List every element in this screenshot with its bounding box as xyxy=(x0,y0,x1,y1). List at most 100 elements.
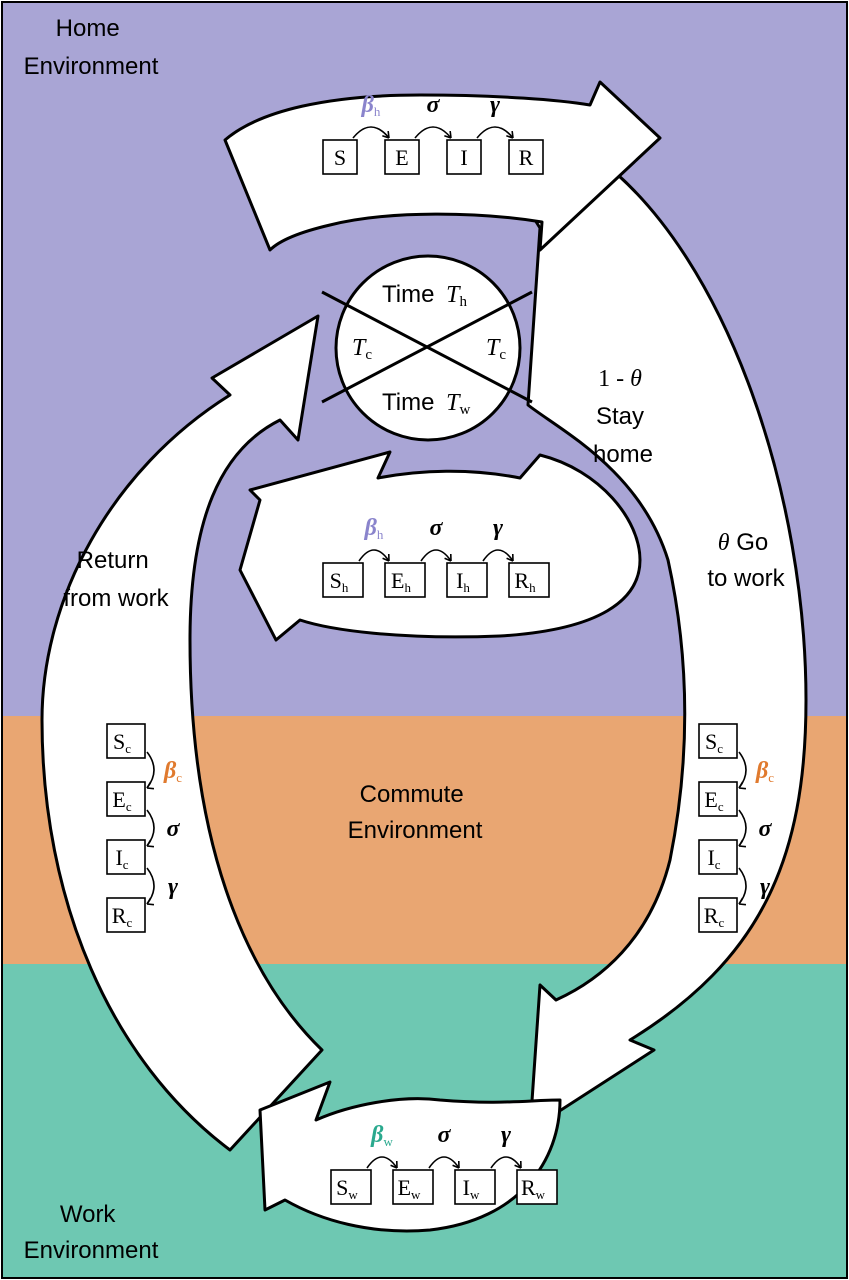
compartment-label-i: Iw xyxy=(463,1175,480,1202)
transition-arrowhead xyxy=(506,130,514,139)
transition-arrowhead xyxy=(146,839,155,848)
transition-arrowhead xyxy=(390,1160,398,1169)
compartment-label-i: I xyxy=(460,145,467,170)
compartment-label-e: Ew xyxy=(398,1175,421,1202)
sigma-rate-label: σ xyxy=(438,1122,452,1148)
gamma-rate-label: γ xyxy=(501,1122,511,1148)
compartment-box-i xyxy=(446,139,482,175)
sigma-rate-label: σ xyxy=(427,92,441,118)
transition-arc xyxy=(482,549,514,562)
compartment-box-e xyxy=(384,562,426,598)
compartment-box-s xyxy=(106,723,146,759)
compartment-box-r xyxy=(106,897,146,933)
compartment-label-r: Rc xyxy=(112,903,133,930)
transition-arc xyxy=(352,126,390,139)
clock-cross-line-2 xyxy=(321,290,533,404)
sigma-rate-label: σ xyxy=(167,816,181,842)
beta-rate-label: βh xyxy=(361,92,381,119)
compartment-box-s xyxy=(330,1169,372,1205)
compartment-label-s: S xyxy=(334,145,346,170)
work-environment-label: Work Environment xyxy=(24,1201,159,1264)
beta-rate-label: βh xyxy=(364,515,384,542)
home-inner-loop-arrow xyxy=(238,450,642,642)
home-seir-model: S E I Rβh σ γ xyxy=(322,92,544,175)
compartment-box-s xyxy=(322,139,358,175)
transition-arrowhead xyxy=(506,553,514,562)
transition-arc xyxy=(358,549,390,562)
home-environment-label: Home Environment xyxy=(24,15,159,80)
commute-environment-label: Commute Environment xyxy=(348,781,483,844)
work-seir-model: Sw Ew Iw Rw βw σ γ xyxy=(330,1122,558,1205)
transition-arc xyxy=(428,1156,460,1169)
compartment-box-i xyxy=(446,562,488,598)
gamma-rate-label: γ xyxy=(490,92,500,118)
transition-arrowhead xyxy=(738,781,747,790)
go-to-work-label: θ Go to work xyxy=(707,529,785,592)
compartment-box-i xyxy=(106,839,146,875)
compartment-box-r xyxy=(508,139,544,175)
go-to-work-arrow xyxy=(518,146,808,1132)
sigma-rate-label: σ xyxy=(430,515,444,541)
compartment-label-r: Rc xyxy=(704,903,725,930)
home-subpopulation-seir-model: Sh Eh Ih Rh βh σ γ xyxy=(322,515,550,598)
return-from-work-label: Return from work xyxy=(63,547,169,612)
compartment-box-r xyxy=(516,1169,558,1205)
compartment-box-e xyxy=(384,139,420,175)
compartment-box-r xyxy=(698,897,738,933)
compartment-box-e xyxy=(698,781,738,817)
transition-arc xyxy=(420,549,452,562)
transition-arrowhead xyxy=(738,897,747,906)
transition-arrowhead xyxy=(146,897,155,906)
stay-home-label: 1 - θ Stay home xyxy=(593,366,653,468)
compartment-box-e xyxy=(106,781,146,817)
clock-bottom-label: Time Tw xyxy=(382,389,470,418)
compartment-label-i: Ic xyxy=(707,845,720,872)
transition-arc xyxy=(490,1156,522,1169)
transition-arrowhead xyxy=(452,1160,460,1169)
compartment-label-e: E xyxy=(395,145,408,170)
compartment-box-s xyxy=(698,723,738,759)
transition-arc xyxy=(414,126,452,139)
compartment-box-e xyxy=(392,1169,434,1205)
compartment-label-e: Ec xyxy=(112,787,131,814)
gamma-rate-label: γ xyxy=(168,874,178,900)
sigma-rate-label: σ xyxy=(759,816,773,842)
compartment-box-i xyxy=(698,839,738,875)
compartment-label-i: Ic xyxy=(115,845,128,872)
compartment-label-r: Rw xyxy=(521,1175,546,1202)
gamma-rate-label: γ xyxy=(760,874,770,900)
beta-rate-label: βc xyxy=(163,758,182,785)
compartment-label-s: Sh xyxy=(330,568,349,595)
return-from-work-arrow xyxy=(40,314,324,1152)
compartment-label-r: Rh xyxy=(514,568,536,595)
compartment-box-s xyxy=(322,562,364,598)
compartment-label-s: Sc xyxy=(113,729,131,756)
clock-right-label: Tc xyxy=(486,335,506,363)
transition-arrowhead xyxy=(444,130,452,139)
compartment-box-r xyxy=(508,562,550,598)
transition-arrowhead xyxy=(382,130,390,139)
transition-arrowhead xyxy=(444,553,452,562)
compartment-label-s: Sw xyxy=(336,1175,358,1202)
clock-top-label: Time Th xyxy=(382,281,467,310)
transition-arrowhead xyxy=(514,1160,522,1169)
compartment-label-i: Ih xyxy=(456,568,470,595)
home-top-loop-arrow xyxy=(223,80,662,252)
compartment-box-i xyxy=(454,1169,496,1205)
compartment-label-e: Ec xyxy=(704,787,723,814)
transition-arrowhead xyxy=(738,839,747,848)
transition-arc xyxy=(476,126,514,139)
gamma-rate-label: γ xyxy=(493,515,503,541)
transition-arc xyxy=(366,1156,398,1169)
compartment-label-r: R xyxy=(519,145,534,170)
transition-arrowhead xyxy=(382,553,390,562)
beta-rate-label: βw xyxy=(370,1122,393,1149)
compartment-label-e: Eh xyxy=(391,568,411,595)
compartment-label-s: Sc xyxy=(705,729,723,756)
clock-left-label: Tc xyxy=(352,335,372,363)
time-clock: Time Th Tc Tc Time Tw xyxy=(321,254,533,442)
